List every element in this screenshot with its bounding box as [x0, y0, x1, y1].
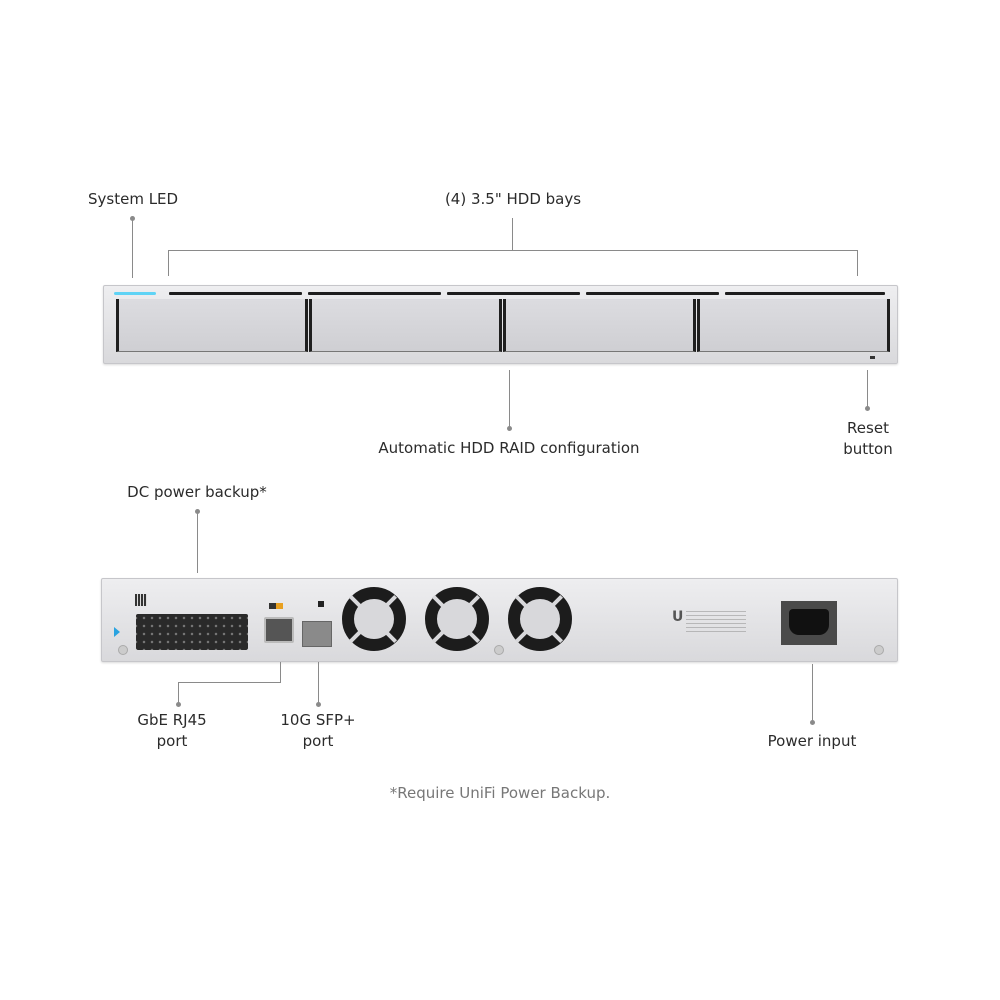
dc-power-leader: [197, 511, 198, 573]
fan-icon: [425, 587, 489, 651]
sfp-leader: [318, 662, 319, 704]
hdd-bays-leader: [512, 218, 513, 250]
ubiquiti-logo: U: [672, 609, 684, 625]
raid-leader: [509, 370, 510, 428]
hdd-bay-3[interactable]: [503, 299, 696, 352]
reset-leader: [867, 370, 868, 408]
system-led-leader: [132, 218, 133, 278]
qr-code: [135, 594, 147, 606]
hdd-bays-bracket: [168, 250, 858, 251]
hdd-bay-2[interactable]: [309, 299, 502, 352]
dc-power-backup-connector[interactable]: [136, 614, 248, 650]
system-led: [114, 292, 156, 295]
system-led-label: System LED: [88, 190, 179, 208]
screw-icon: [118, 645, 128, 655]
bay-slot: [447, 292, 580, 295]
dc-power-label: DC power backup*: [127, 483, 267, 501]
fan-icon: [508, 587, 572, 651]
bracket-right: [857, 250, 858, 276]
hdd-bay-1[interactable]: [116, 299, 308, 352]
footnote: *Require UniFi Power Backup.: [389, 784, 611, 802]
raid-label: Automatic HDD RAID configuration: [378, 439, 640, 457]
dc-indicator-icon: [114, 627, 120, 637]
iec-c14-inlet: [789, 609, 829, 635]
hdd-bay-4[interactable]: [697, 299, 890, 352]
reset-button[interactable]: [870, 356, 875, 359]
power-input-socket[interactable]: [781, 601, 837, 645]
gbe-label-2: port: [156, 732, 188, 750]
screw-icon: [494, 645, 504, 655]
gbe-rj45-port[interactable]: [264, 617, 294, 643]
reset-label-1: Reset: [847, 419, 889, 437]
leader-dot: [507, 426, 512, 431]
leader-dot: [316, 702, 321, 707]
gbe-label-1: GbE RJ45: [137, 711, 207, 729]
leader-dot: [865, 406, 870, 411]
bay-slot: [308, 292, 441, 295]
sfp-label-2: port: [302, 732, 334, 750]
sfp-led: [318, 601, 324, 607]
leader-dot: [810, 720, 815, 725]
gbe-leader-v: [178, 682, 179, 704]
screw-icon: [874, 645, 884, 655]
power-input-label: Power input: [767, 732, 857, 750]
power-input-leader: [812, 664, 813, 722]
gbe-leader-h: [178, 682, 281, 683]
port-leds: [269, 603, 283, 609]
gbe-leader: [280, 662, 281, 682]
rear-panel: U: [101, 578, 898, 662]
bay-slot: [169, 292, 302, 295]
hdd-bays-label: (4) 3.5" HDD bays: [444, 190, 582, 208]
regulatory-label: [686, 611, 746, 633]
front-panel: [103, 285, 898, 364]
bracket-left: [168, 250, 169, 276]
bay-slot: [725, 292, 885, 295]
leader-dot: [176, 702, 181, 707]
sfp-plus-port[interactable]: [302, 621, 332, 647]
reset-label-2: button: [843, 440, 893, 458]
sfp-label-1: 10G SFP+: [280, 711, 356, 729]
fan-icon: [342, 587, 406, 651]
bay-slot: [586, 292, 719, 295]
